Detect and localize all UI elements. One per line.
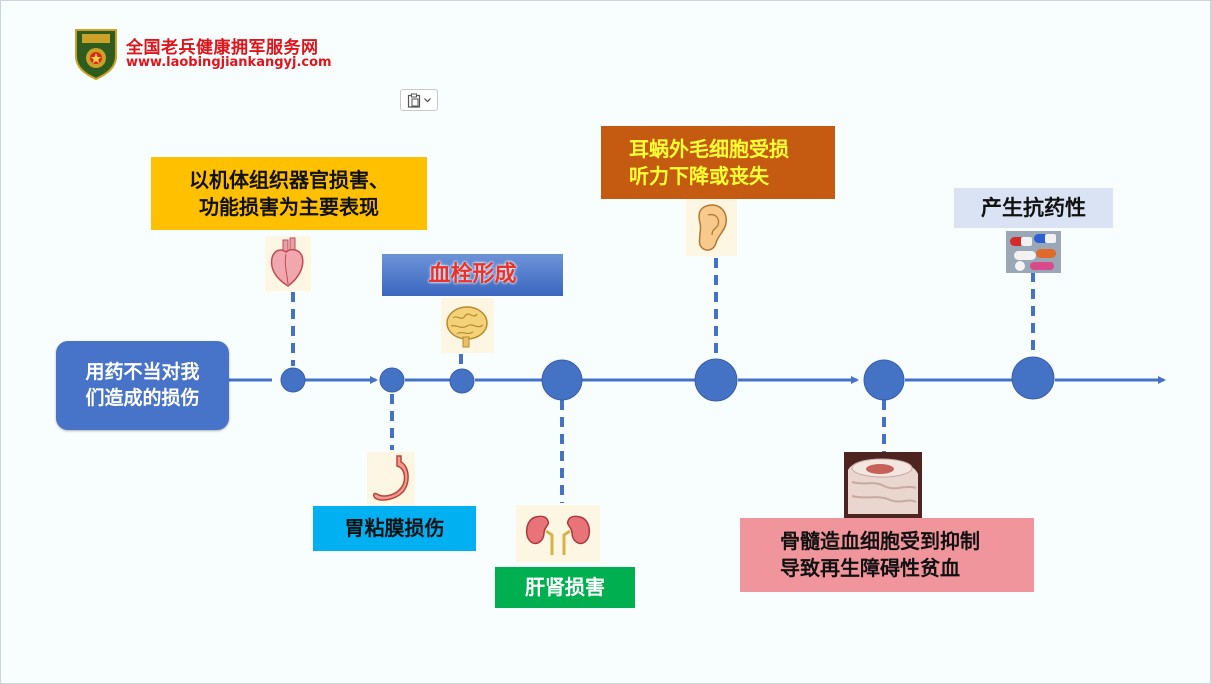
callout-liver-kidney-damage: 肝肾损害 — [495, 567, 635, 608]
node-brain — [449, 368, 475, 394]
pills-icon — [1006, 231, 1061, 273]
timeline-nodes — [280, 356, 1055, 402]
heart-icon — [265, 236, 311, 291]
callout-hearing-loss: 耳蜗外毛细胞受损 听力下降或丧失 — [601, 126, 835, 199]
callout-marrow-line2: 导致再生障碍性贫血 — [780, 556, 960, 580]
node-marrow — [863, 359, 905, 401]
callout-ear-line1: 耳蜗外毛细胞受损 — [629, 136, 789, 161]
connector-lines — [291, 258, 1035, 503]
callout-organ-damage: 以机体组织器官损害、 功能损害为主要表现 — [151, 157, 427, 230]
callout-marrow-line1: 骨髓造血细胞受到抑制 — [780, 529, 980, 553]
callout-drug-resistance: 产生抗药性 — [954, 188, 1113, 228]
node-kidney — [541, 359, 583, 401]
callout-thrombus: 血栓形成 — [382, 254, 563, 296]
ear-icon — [686, 199, 737, 256]
node-resistance — [1011, 356, 1055, 400]
kidney-icon — [516, 505, 600, 562]
node-organ — [280, 367, 306, 393]
callout-bone-marrow: 骨髓造血细胞受到抑制 导致再生障碍性贫血 — [740, 518, 1034, 592]
chevron-down-icon — [424, 97, 431, 102]
node-stomach — [379, 367, 405, 393]
callout-organ-line2: 功能损害为主要表现 — [199, 194, 379, 219]
clipboard-icon — [407, 93, 421, 108]
stomach-icon — [367, 452, 415, 504]
callout-ear-line2: 听力下降或丧失 — [629, 163, 769, 188]
logo-badge-icon — [75, 29, 117, 80]
start-node: 用药不当对我 们造成的损伤 — [56, 341, 229, 430]
logo-url[interactable]: www.laobingjiankangyj.com — [126, 55, 332, 70]
logo-title: 全国老兵健康拥军服务网 — [126, 38, 319, 58]
start-node-line1: 用药不当对我 — [85, 360, 200, 383]
callout-organ-line1: 以机体组织器官损害、 — [189, 167, 389, 192]
node-ear — [694, 358, 738, 402]
callout-stomach-damage: 胃粘膜损伤 — [313, 506, 476, 551]
brain-icon — [441, 298, 494, 353]
bone-marrow-image — [844, 452, 922, 518]
start-node-line2: 们造成的损伤 — [85, 386, 200, 409]
paste-options-button[interactable] — [400, 89, 438, 111]
